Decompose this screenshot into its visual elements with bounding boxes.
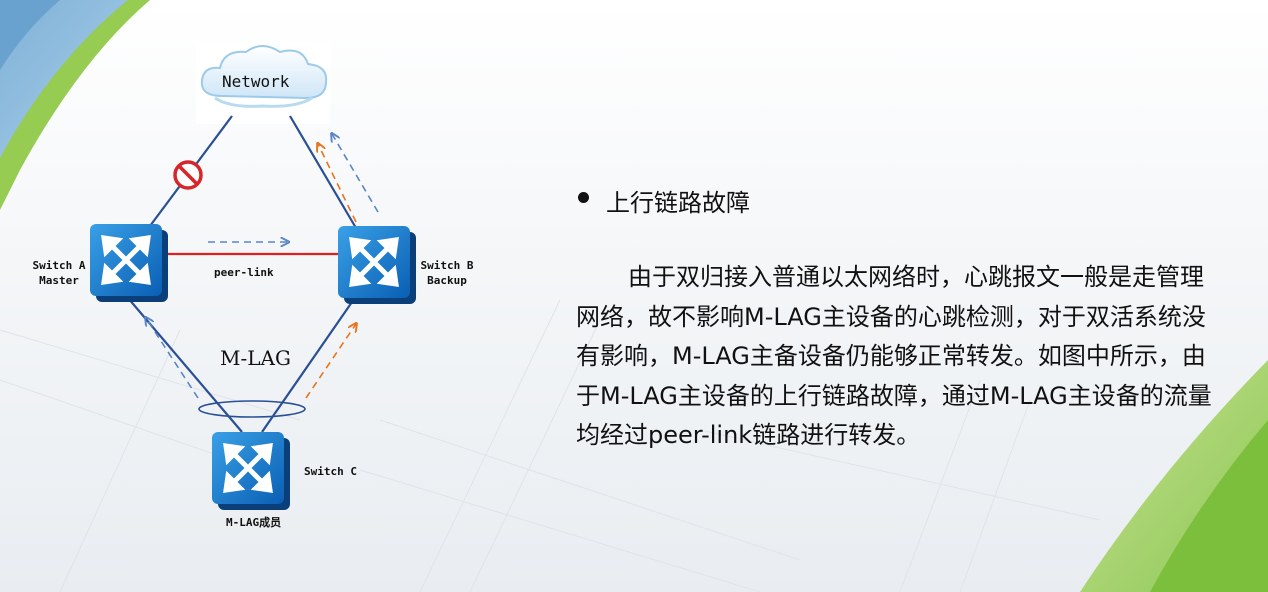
switch-a-role: Master	[39, 274, 79, 287]
mlag-bundle-ring	[198, 400, 306, 418]
switch-b-label: Switch B Backup	[414, 258, 480, 288]
switch-b-role: Backup	[427, 274, 467, 287]
traffic-arrow-orange-up-right	[305, 324, 356, 399]
cloud-icon	[200, 45, 328, 108]
traffic-arrow-blue-to-network	[332, 134, 379, 213]
switch-b-icon	[338, 226, 416, 304]
uplink-b-to-network	[289, 115, 357, 229]
switch-c-role: M-LAG成员	[226, 516, 282, 529]
traffic-arrow-blue-up-left	[146, 318, 199, 399]
switch-a-label: Switch A Master	[26, 258, 92, 288]
switch-a-icon	[90, 224, 168, 302]
switch-a-name: Switch A	[32, 259, 86, 272]
downlink-b-to-c	[261, 301, 353, 433]
bullet-dot	[578, 192, 589, 203]
peer-link-label: peer-link	[214, 266, 274, 279]
switch-b-name: Switch B	[420, 259, 474, 272]
mlag-label: M-LAG	[220, 346, 291, 370]
traffic-arrow-orange-to-network	[318, 144, 357, 223]
switch-c-name: Switch C	[304, 465, 357, 478]
switch-c-icon	[212, 432, 290, 510]
cloud-label: Network	[222, 72, 290, 91]
blocked-icon	[173, 160, 203, 190]
section-heading: 上行链路故障	[606, 189, 750, 217]
body-paragraph: 由于双归接入普通以太网络时，心跳报文一般是走管理网络，故不影响M-LAG主设备的…	[576, 263, 1212, 449]
